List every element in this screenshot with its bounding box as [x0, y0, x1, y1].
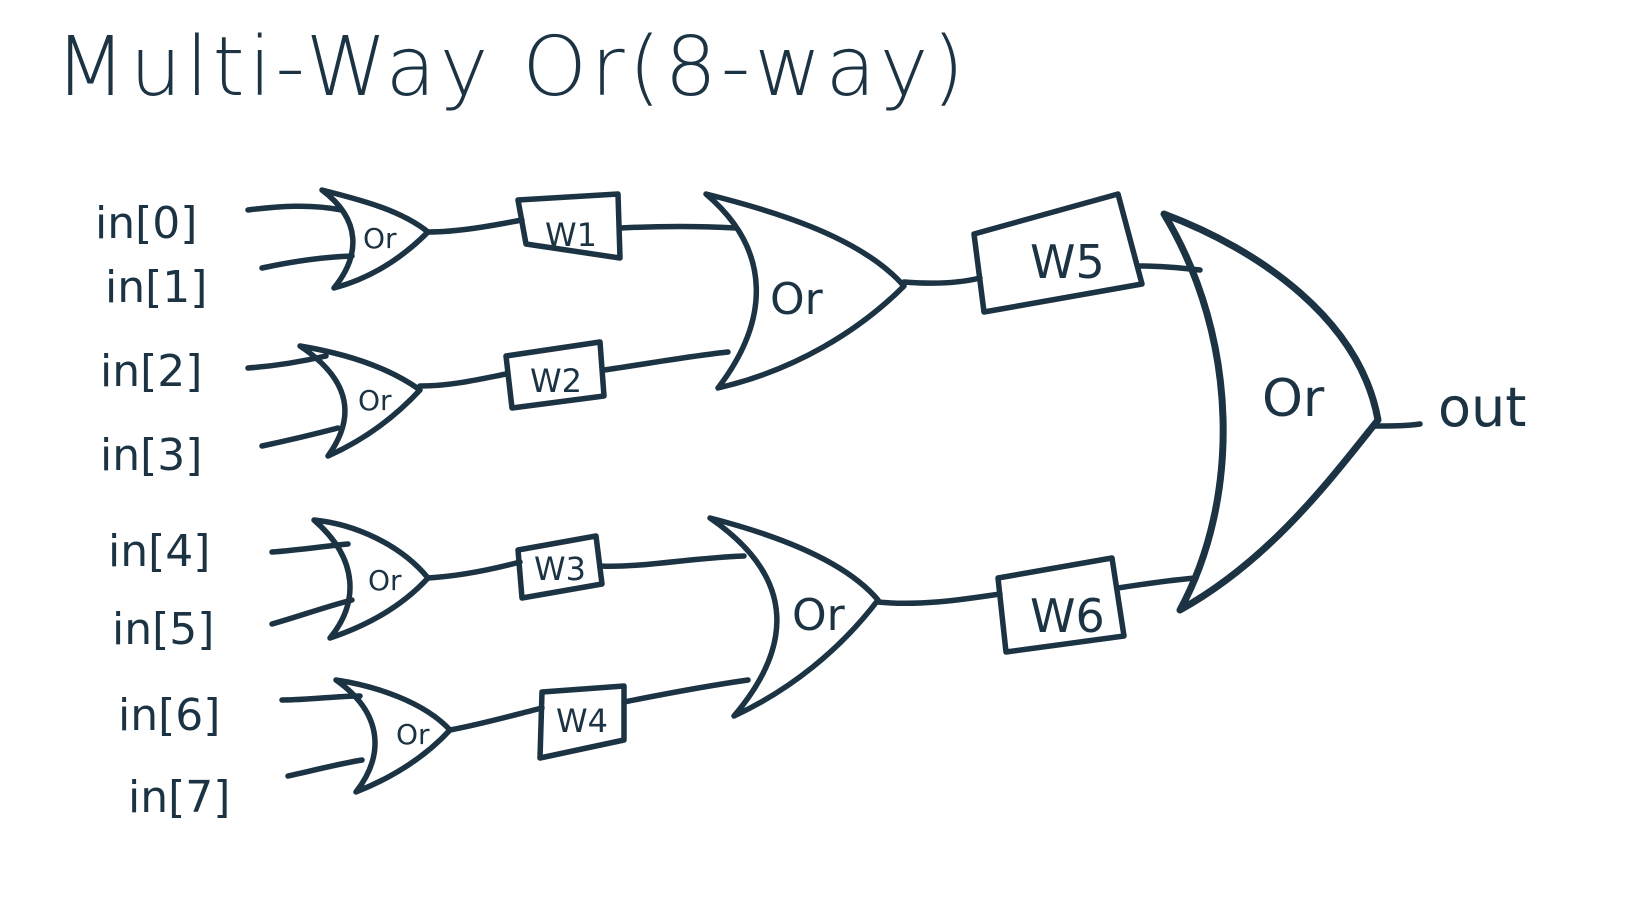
or-gate-c-label: Or — [368, 564, 402, 597]
wire-final-to-out — [1371, 421, 1423, 429]
or-gate-c-shape — [311, 517, 431, 641]
wire-box-w1 — [515, 191, 623, 261]
or-gate-a-shape — [319, 187, 431, 291]
or-gate-e-label: Or — [770, 274, 824, 325]
wire-box-w5-label: W5 — [1030, 235, 1105, 289]
wire-gate-c-to-w3 — [425, 559, 523, 581]
or-gate-b-label: Or — [358, 384, 392, 417]
or-gate-e-shape — [703, 191, 907, 391]
wire-in4 — [269, 541, 351, 555]
or-gate-f-shape — [707, 515, 881, 719]
input-label-in3: in[3] — [100, 430, 202, 481]
wire-box-w2 — [503, 339, 607, 411]
input-label-in5: in[5] — [112, 604, 214, 655]
wire-w1-to-gate-e — [617, 223, 739, 231]
or-gate-final-label: Or — [1262, 369, 1325, 429]
wire-gate-b-to-w2 — [417, 371, 509, 389]
wire-in6 — [279, 693, 363, 703]
wire-w3-to-gate-f — [597, 553, 747, 570]
or-gate-b-shape — [297, 343, 423, 459]
input-label-in2: in[2] — [100, 346, 202, 397]
wire-gate-e-to-w5 — [901, 275, 983, 286]
wire-box-w2-label: W2 — [530, 362, 582, 400]
wire-in0 — [245, 203, 345, 213]
or-gate-f-label: Or — [792, 590, 846, 641]
wire-in5 — [269, 597, 355, 627]
output-label: out — [1438, 376, 1526, 439]
wire-box-w3 — [515, 533, 605, 601]
wire-box-w3-label: W3 — [534, 550, 586, 588]
wire-w6-to-final-gate — [1115, 575, 1199, 591]
wire-in1 — [259, 253, 355, 271]
wire-box-w4-label: W4 — [556, 702, 608, 740]
wire-gate-d-to-w4 — [447, 705, 545, 733]
diagram-title: Multi-Way Or(8-way) — [55, 20, 968, 115]
wire-box-w6 — [995, 555, 1127, 655]
wire-box-w6-label: W6 — [1030, 589, 1105, 643]
wire-w2-to-gate-e — [601, 349, 731, 373]
wire-box-w1-label: W1 — [545, 216, 597, 254]
or-gate-a-label: Or — [363, 222, 397, 255]
wire-gate-f-to-w6 — [875, 591, 1003, 607]
wire-box-w5 — [971, 191, 1145, 315]
input-label-in0: in[0] — [95, 198, 197, 249]
wire-box-w4 — [537, 683, 627, 761]
input-label-in7: in[7] — [128, 772, 230, 823]
wire-in7 — [285, 757, 365, 779]
input-label-in6: in[6] — [118, 690, 220, 741]
input-label-in4: in[4] — [108, 526, 210, 577]
wire-w4-to-gate-f — [621, 677, 751, 705]
or-gate-d-shape — [333, 677, 453, 795]
wire-gate-a-to-w1 — [425, 217, 525, 235]
wire-in3 — [259, 425, 341, 449]
or-gate-final-shape — [1160, 210, 1382, 614]
or-gate-d-label: Or — [396, 718, 430, 751]
input-label-in1: in[1] — [105, 262, 207, 313]
